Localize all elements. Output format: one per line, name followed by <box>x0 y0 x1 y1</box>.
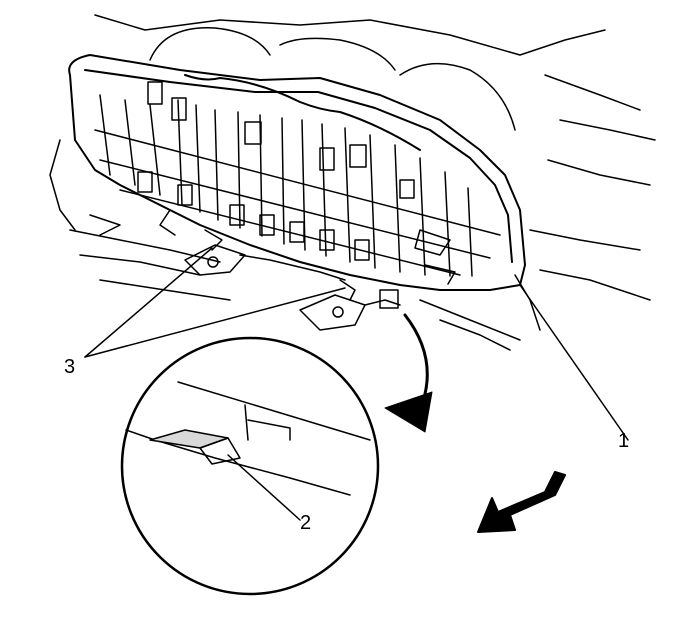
retaining-tab <box>149 429 229 449</box>
seat-frame-ribs <box>94 94 501 277</box>
forward-arrow-icon <box>477 471 566 533</box>
callout-number-2: 2 <box>300 512 312 534</box>
leader-3-left <box>84 247 213 358</box>
seat-clips <box>137 81 456 285</box>
vehicle-background <box>49 14 656 351</box>
wiring-harness <box>184 74 421 151</box>
curved-arrow-icon <box>384 313 433 433</box>
callout-number-1: 1 <box>618 430 630 452</box>
leader-1 <box>519 284 629 441</box>
leader-3-right <box>84 287 346 358</box>
callout-leaders <box>84 247 629 521</box>
floor-latches <box>184 229 401 331</box>
detail-view <box>120 336 380 596</box>
seat-back-outline <box>68 27 526 291</box>
leader-2 <box>227 454 301 521</box>
callout-number-3: 3 <box>64 356 76 378</box>
